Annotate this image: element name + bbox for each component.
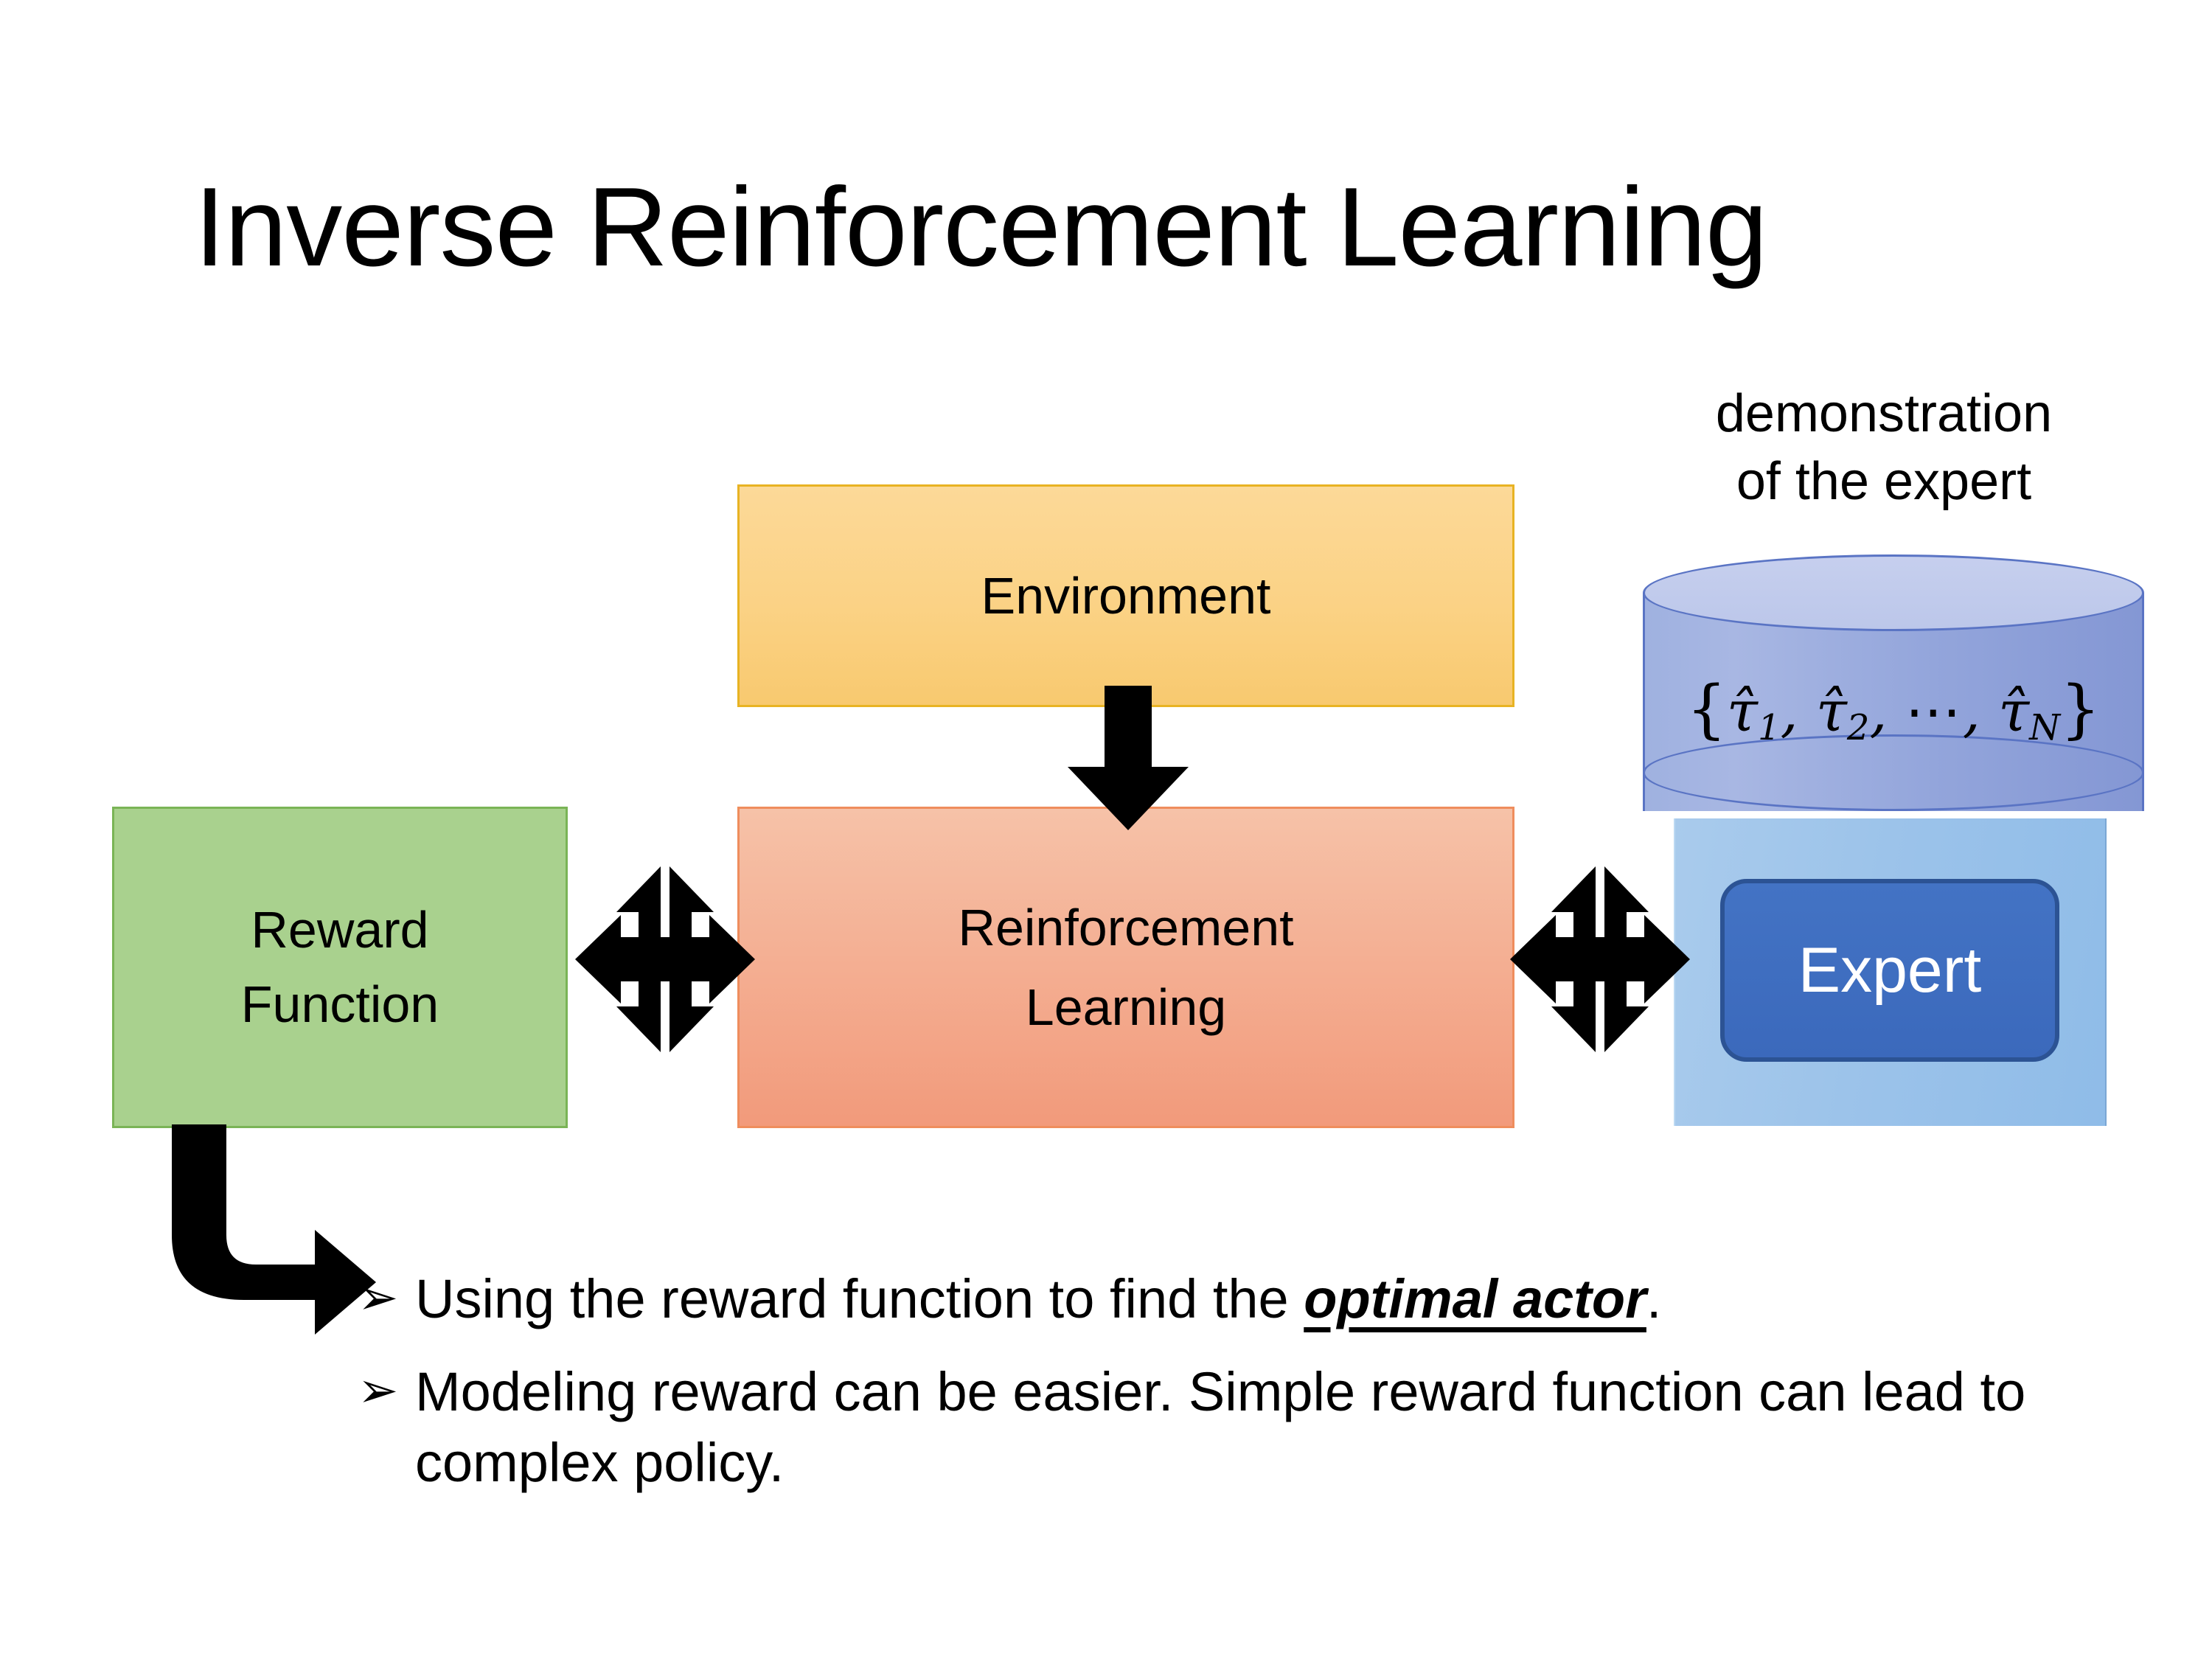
cylinder-top-ellipse (1643, 554, 2144, 631)
demonstration-caption-line1: demonstration (1715, 384, 2053, 443)
reward-box-label-line2: Function (240, 975, 439, 1033)
page-title: Inverse Reinforcement Learning (194, 164, 1768, 290)
formula-close-brace: } (2060, 672, 2101, 746)
formula-separator-1: , (1780, 678, 1816, 744)
bullet-item-2-text: Modeling reward can be easier. Simple re… (415, 1361, 2026, 1494)
formula-tau-1: τ̂ (1726, 678, 1758, 744)
bidirectional-arrow-icon-left (575, 866, 755, 1052)
bullet-item-1-text: Using the reward function to find the op… (415, 1264, 2090, 1335)
demonstration-database-cylinder: {τ̂1, τ̂2, ⋯, τ̂N} (1643, 554, 2144, 849)
expert-box[interactable]: Expert (1720, 879, 2059, 1062)
bullet-list: ➢ Using the reward function to find the … (358, 1264, 2090, 1521)
formula-ellipsis: ⋯ (1905, 678, 1963, 744)
reward-box-label-line1: Reward (251, 900, 429, 959)
bidirectional-arrow-icon-right (1510, 866, 1690, 1052)
cylinder-bottom-ellipse (1643, 734, 2144, 811)
reward-function-box[interactable]: Reward Function (112, 807, 568, 1128)
bullet-item-1: ➢ Using the reward function to find the … (358, 1264, 2090, 1335)
formula-subscript-2: 2 (1846, 707, 1870, 748)
formula-separator-2: , (1869, 678, 1905, 744)
demonstration-caption-line2: of the expert (1736, 452, 2032, 512)
environment-box-label: Environment (981, 566, 1271, 625)
rl-box-label-line1: Reinforcement (958, 898, 1294, 956)
formula-tau-n: τ̂ (1998, 678, 2030, 744)
bullet-marker-icon: ➢ (358, 1270, 399, 1324)
reinforcement-learning-box[interactable]: Reinforcement Learning (737, 807, 1514, 1128)
environment-box[interactable]: Environment (737, 484, 1514, 707)
formula-separator-3: , (1962, 678, 1999, 744)
formula-tau-2: τ̂ (1815, 678, 1847, 744)
bullet-1-text-before: Using the reward function to find the (415, 1268, 1304, 1329)
bullet-1-emphasis: optimal actor (1304, 1268, 1646, 1329)
bullet-1-text-after: . (1646, 1268, 1662, 1329)
bullet-marker-icon: ➢ (358, 1363, 399, 1418)
down-arrow-icon (1068, 686, 1189, 830)
formula-subscript-n: N (2029, 707, 2061, 748)
elbow-arrow-icon (172, 1124, 376, 1335)
bullet-item-2: ➢ Modeling reward can be easier. Simple … (358, 1357, 2090, 1498)
trajectory-set-formula: {τ̂1, τ̂2, ⋯, τ̂N} (1643, 672, 2144, 748)
expert-box-label: Expert (1798, 934, 1982, 1006)
formula-open-brace: { (1686, 672, 1727, 746)
formula-subscript-1: 1 (1757, 707, 1781, 748)
demonstration-caption: demonstration of the expert (1644, 380, 2124, 515)
rl-box-label-line2: Learning (1025, 978, 1227, 1036)
